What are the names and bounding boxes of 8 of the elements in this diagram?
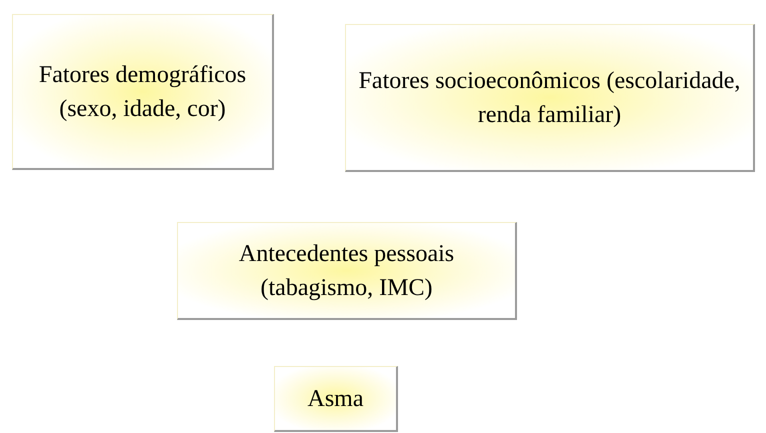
factor-box [345,24,755,172]
box-text: Antecedentes pessoais (tabagismo, IMC) [238,240,456,302]
box-text: Fatores socioeconômicos (escolaridade, renda familiar) [358,66,742,130]
factor-box [12,14,274,170]
box-text: Asma [306,384,364,414]
factor-box [177,222,517,320]
box-text: Fatores demográficos (sexo, idade, cor) [38,60,248,124]
factor-box [274,366,398,432]
